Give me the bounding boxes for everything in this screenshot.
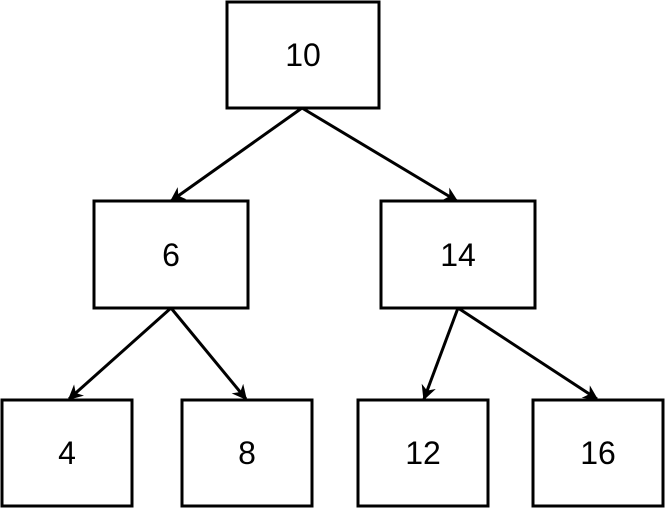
- tree-node-14: 14: [379, 199, 537, 310]
- tree-node-10: 10: [225, 0, 381, 110]
- tree-node-8: 8: [180, 398, 314, 508]
- tree-node-6: 6: [92, 199, 250, 310]
- node-box: [180, 398, 314, 508]
- node-label: 14: [440, 237, 476, 273]
- node-box: [356, 398, 490, 508]
- node-box: [379, 199, 537, 310]
- node-label: 16: [580, 435, 616, 471]
- edge-14-to-12: [421, 307, 460, 401]
- tree-node-16: 16: [531, 398, 665, 508]
- node-box: [0, 398, 134, 508]
- tree-edges: [67, 106, 599, 401]
- edge-6-to-8: [169, 307, 248, 401]
- edge-6-to-4: [67, 306, 172, 401]
- node-label: 4: [58, 435, 76, 471]
- edge-10-to-6: [169, 106, 303, 203]
- node-label: 8: [238, 435, 256, 471]
- node-label: 12: [405, 435, 441, 471]
- node-box: [92, 199, 250, 310]
- node-box: [225, 0, 381, 110]
- tree-node-4: 4: [0, 398, 134, 508]
- tree-node-12: 12: [356, 398, 490, 508]
- edge-10-to-14: [301, 106, 459, 203]
- node-label: 6: [162, 237, 180, 273]
- node-box: [531, 398, 665, 508]
- edge-14-to-16: [457, 306, 599, 401]
- node-label: 10: [285, 37, 321, 73]
